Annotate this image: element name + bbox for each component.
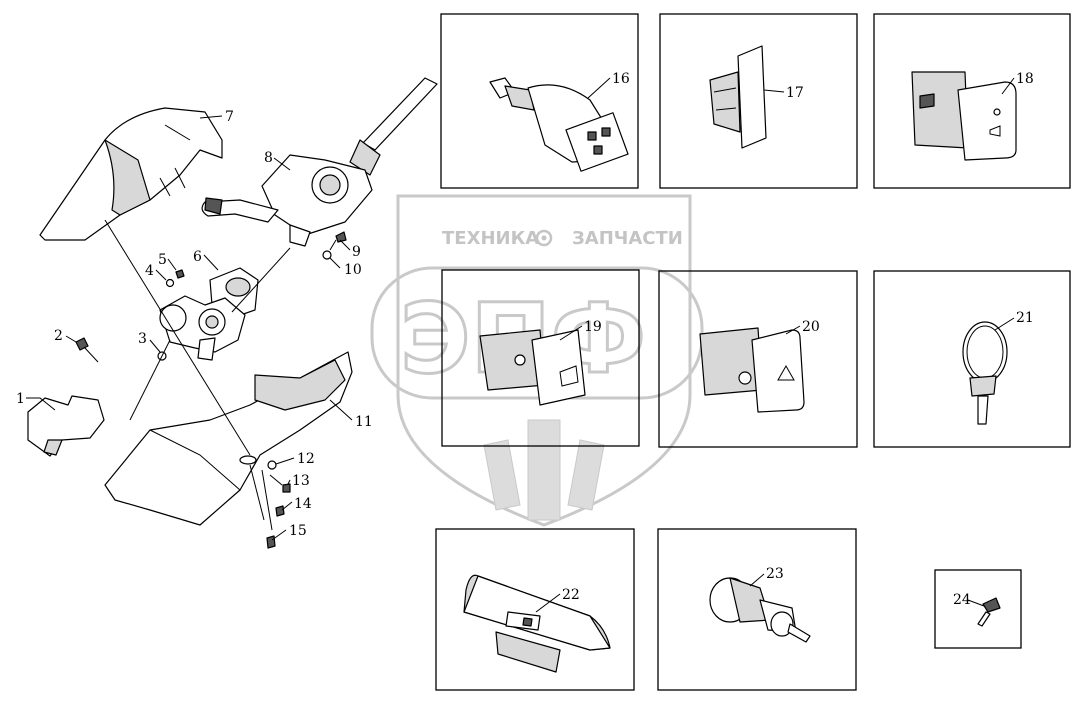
callout-21: 21	[1016, 310, 1034, 326]
screw-14	[275, 505, 285, 517]
rear-fog-switch	[479, 329, 586, 406]
box-part-23	[657, 528, 857, 691]
callout-24: 24	[953, 592, 971, 608]
hose-clamp	[962, 321, 1008, 425]
bracket	[27, 395, 105, 457]
callout-17: 17	[786, 85, 804, 101]
callout-22: 22	[562, 587, 580, 603]
box-part-16	[440, 13, 639, 189]
lower-column-cover	[104, 351, 353, 526]
leader-lines	[26, 77, 1015, 613]
washer-10	[322, 250, 332, 260]
box-part-19	[441, 269, 640, 447]
screw-13	[282, 483, 291, 493]
callout-2: 2	[54, 328, 63, 344]
ignition-lock	[159, 267, 259, 361]
callout-5: 5	[158, 252, 167, 268]
temperature-sensor	[709, 577, 811, 643]
watermark-text-left: ТЕХНИКА	[442, 228, 539, 249]
callout-20: 20	[802, 319, 820, 335]
box-part-17	[659, 13, 858, 189]
window-switch-panel	[463, 574, 611, 673]
assembly-lines	[104, 219, 291, 531]
box-part-18	[873, 13, 1071, 189]
combination-switch	[201, 77, 438, 247]
callout-15: 15	[289, 523, 307, 539]
gear-icon	[535, 229, 553, 247]
screw-2	[75, 337, 99, 363]
box-part-20	[658, 270, 858, 448]
callout-labels: 1 2 3 4 5 6 7 8 9 10 11 12 13 14 15 16 1…	[16, 71, 1034, 608]
fog-switch	[911, 71, 1017, 161]
callout-4: 4	[145, 263, 154, 279]
callout-3: 3	[138, 331, 147, 347]
callout-10: 10	[344, 262, 362, 278]
screw-15	[266, 535, 276, 549]
callout-19: 19	[584, 319, 602, 335]
hazard-switch	[699, 327, 805, 413]
callout-9: 9	[352, 244, 361, 260]
box-part-24	[934, 569, 1022, 649]
callout-11: 11	[355, 414, 373, 430]
callout-12: 12	[297, 451, 315, 467]
box-part-22	[435, 528, 635, 691]
callout-8: 8	[264, 150, 273, 166]
callout-13: 13	[292, 473, 310, 489]
watermark-text-right: ЗАПЧАСТИ	[572, 228, 683, 249]
callout-7: 7	[225, 109, 234, 125]
callout-16: 16	[612, 71, 630, 87]
callout-6: 6	[193, 249, 202, 265]
callout-23: 23	[766, 566, 784, 582]
washer-12	[267, 460, 277, 470]
bolt-24	[977, 597, 1001, 627]
switch-blank	[709, 45, 767, 149]
screw-5	[175, 269, 185, 279]
box-part-21	[873, 270, 1071, 448]
screw-9	[329, 231, 347, 251]
pressure-sensor	[489, 77, 629, 172]
callout-18: 18	[1016, 71, 1034, 87]
callout-1: 1	[16, 391, 25, 407]
upper-column-cover	[39, 107, 223, 241]
callout-14: 14	[294, 496, 312, 512]
washer-4	[165, 278, 175, 288]
